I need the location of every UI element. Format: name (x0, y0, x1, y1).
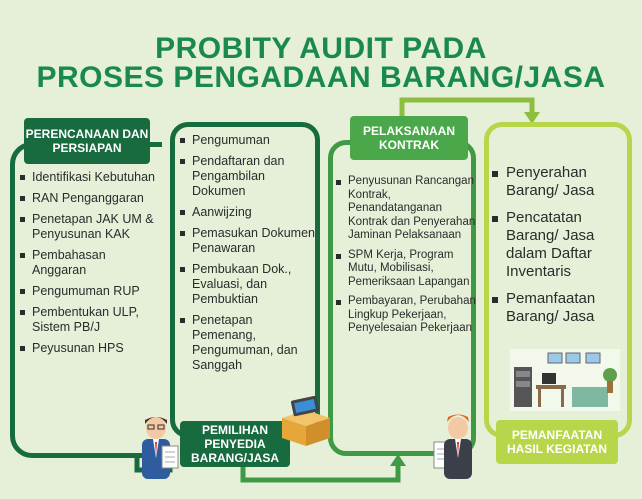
list-item: Penetapan Pemenang, Pengumuman, dan Sang… (180, 313, 318, 373)
list-item: Pembentukan ULP, Sistem PB/J (20, 305, 158, 335)
list-item: Pengumuman (180, 133, 318, 148)
stage-utilization-title: PEMANFAATAN HASIL KEGIATAN (506, 428, 607, 456)
stage-contract-list: Penyusunan Rancangan Kontrak, Penandatan… (336, 175, 476, 342)
stage-selection-title: PEMILIHAN PENYEDIA BARANG/JASA (190, 423, 279, 465)
stage-selection-list: Pengumuman Pendaftaran dan Pengambilan D… (180, 133, 318, 379)
list-item: Pembayaran, Perubahan Lingkup Pekerjaan,… (336, 295, 476, 336)
office-room-icon (510, 349, 620, 411)
list-item: Pengumuman RUP (20, 284, 158, 299)
list-item: Peyusunan HPS (20, 341, 158, 356)
stage-planning-header: PERENCANAAN DAN PERSIAPAN (24, 118, 150, 164)
stage-utilization-header: PEMANFAATAN HASIL KEGIATAN (496, 420, 618, 464)
list-item: Penetapan JAK UM & Penyusunan KAK (20, 212, 158, 242)
stage-contract-header: PELAKSANAAN KONTRAK (350, 116, 468, 160)
title-line-1: PROBITY AUDIT PADA (155, 32, 487, 65)
arrow-head-stage4 (524, 112, 540, 124)
list-item: Pembukaan Dok., Evaluasi, dan Pembuktian (180, 262, 318, 307)
list-item: Penyerahan Barang/ Jasa (492, 164, 626, 200)
arrow-stage2-to-stage3 (240, 460, 401, 483)
stage-utilization-list: Penyerahan Barang/ Jasa Pencatatan Baran… (492, 164, 626, 335)
stage-selection-header: PEMILIHAN PENYEDIA BARANG/JASA (180, 421, 290, 467)
stage-planning-list: Identifikasi Kebutuhan RAN Penganggaran … (20, 170, 158, 362)
arrow-stage3-to-stage4 (399, 97, 535, 120)
stage-planning-title: PERENCANAAN DAN PERSIAPAN (25, 127, 149, 155)
list-item: Pendaftaran dan Pengambilan Dokumen (180, 154, 318, 199)
list-item: Pembahasan Anggaran (20, 248, 158, 278)
list-item: Aanwijzing (180, 205, 318, 220)
list-item: Penyusunan Rancangan Kontrak, Penandatan… (336, 175, 476, 243)
list-item: Pemanfaatan Barang/ Jasa (492, 290, 626, 326)
list-item: Pemasukan Dokumen Penawaran (180, 226, 318, 256)
list-item: Pencatatan Barang/ Jasa dalam Daftar Inv… (492, 209, 626, 281)
arrow-head-stage3 (390, 454, 406, 466)
list-item: SPM Kerja, Program Mutu, Mobilisasi, Pem… (336, 249, 476, 290)
man-with-clipboard-icon (433, 414, 472, 479)
list-item: Identifikasi Kebutuhan (20, 170, 158, 185)
list-item: RAN Penganggaran (20, 191, 158, 206)
title-line-2: PROSES PENGADAAN BARANG/JASA (36, 61, 606, 94)
stage-contract-title: PELAKSANAAN KONTRAK (362, 124, 455, 152)
man-with-clipboard-icon (142, 417, 179, 479)
box-with-laptop-icon (282, 396, 330, 446)
